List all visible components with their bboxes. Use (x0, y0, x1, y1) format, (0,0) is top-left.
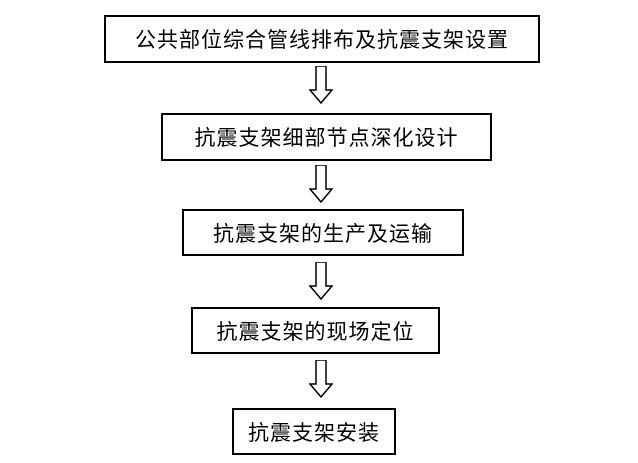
down-arrow-icon (309, 165, 333, 203)
down-arrow-icon (309, 360, 333, 398)
flow-step-label: 抗震支架的现场定位 (216, 319, 415, 344)
flow-step-label: 抗震支架的生产及运输 (213, 221, 433, 246)
flow-step-4: 抗震支架的现场定位 (191, 307, 440, 354)
down-arrow-icon (309, 262, 333, 300)
flow-step-label: 抗震支架细部节点深化设计 (194, 126, 459, 150)
flow-step-5: 抗震支架安装 (232, 408, 396, 455)
flow-step-label: 公共部位综合管线排布及抗震支架设置 (135, 28, 509, 52)
flow-step-2: 抗震支架细部节点深化设计 (161, 113, 492, 161)
down-arrow-icon (309, 66, 333, 104)
flow-step-3: 抗震支架的生产及运输 (182, 209, 464, 256)
flow-step-label: 抗震支架安装 (248, 420, 380, 445)
flow-step-1: 公共部位综合管线排布及抗震支架设置 (104, 15, 540, 63)
